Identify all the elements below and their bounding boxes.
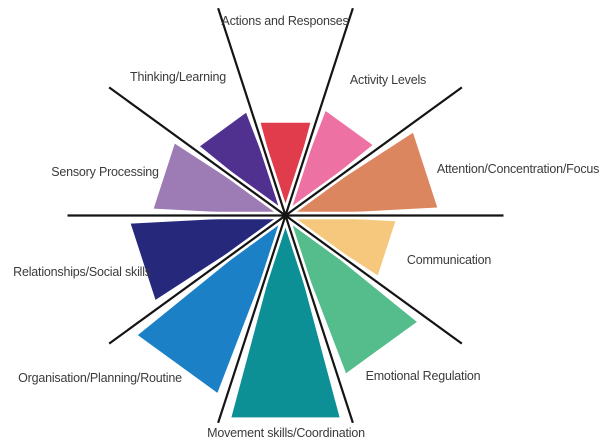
wedge-sensory-processing xyxy=(153,143,286,216)
label-communication: Communication xyxy=(406,252,492,267)
label-organisation-planning-routine: Organisation/Planning/Routine xyxy=(18,370,182,385)
label-activity-levels: Activity Levels xyxy=(349,72,427,87)
label-actions-and-responses: Actions and Responses xyxy=(221,13,349,28)
label-sensory-processing: Sensory Processing xyxy=(51,164,159,179)
wedge-attention-concentration-focus xyxy=(285,132,438,216)
wedge-communication xyxy=(285,215,396,276)
label-thinking-learning: Thinking/Learning xyxy=(130,69,226,84)
wedge-activity-levels xyxy=(285,110,373,216)
wedge-thinking-learning xyxy=(200,112,286,216)
wedge-relationships-social-skills xyxy=(130,215,286,300)
label-attention-concentration-focus: Attention/Concentration/Focus xyxy=(436,161,600,176)
wedge-movement-skills-coordination xyxy=(231,215,340,418)
wedge-actions-and-responses xyxy=(260,122,311,216)
wedge-organisation-planning-routine xyxy=(137,215,286,393)
label-relationships-social-skills: Relationships/Social skills xyxy=(13,264,151,279)
label-movement-skills-coordination: Movement skills/Coordination xyxy=(207,425,365,440)
wedge-emotional-regulation xyxy=(285,215,417,374)
label-emotional-regulation: Emotional Regulation xyxy=(365,368,481,383)
guide-line-144deg xyxy=(108,86,463,345)
